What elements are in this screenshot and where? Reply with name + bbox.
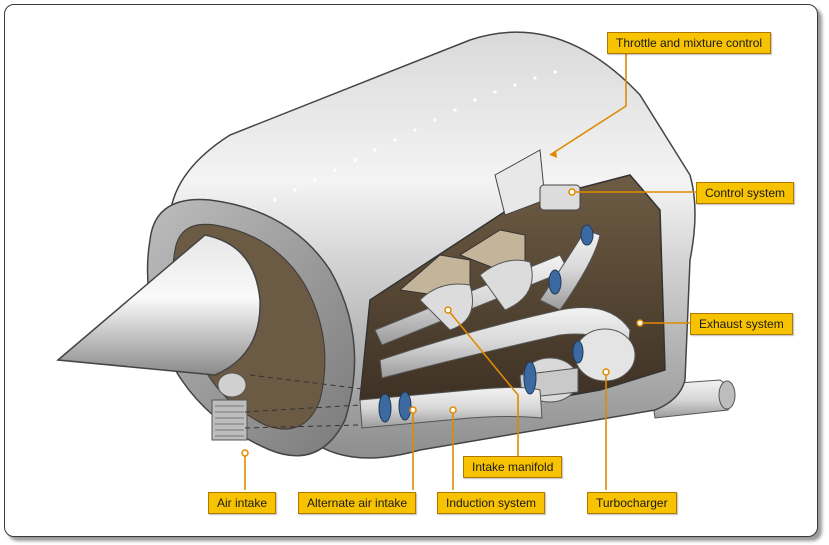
label-induction-system: Induction system — [437, 492, 546, 514]
label-air-intake: Air intake — [208, 492, 277, 514]
label-exhaust-system: Exhaust system — [690, 313, 793, 335]
label-alternate-air-intake: Alternate air intake — [298, 492, 417, 514]
label-intake-manifold: Intake manifold — [463, 456, 563, 478]
leader-lines — [244, 53, 696, 490]
hose-clamps — [378, 224, 594, 423]
label-throttle-and-mixture-control: Throttle and mixture control — [607, 32, 772, 54]
air-intake-vent — [211, 372, 371, 441]
spinner-cone — [56, 234, 261, 376]
label-control-system: Control system — [696, 182, 795, 204]
leader-dots — [241, 188, 644, 457]
engine-interior — [359, 149, 666, 429]
label-turbocharger: Turbocharger — [587, 492, 677, 514]
throttle-arrow-head — [550, 150, 557, 158]
